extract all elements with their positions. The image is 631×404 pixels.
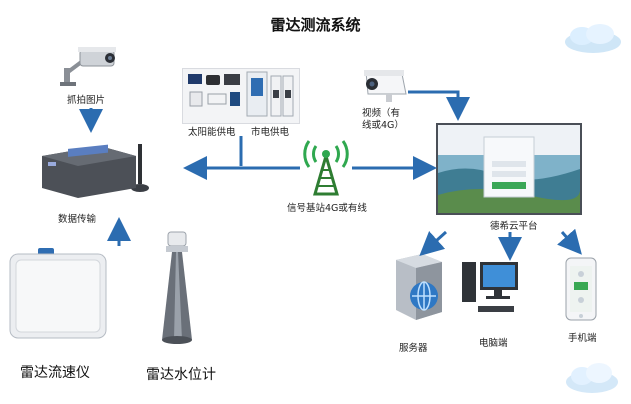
computer-icon — [462, 262, 518, 312]
platform-login-image — [438, 125, 580, 213]
radar-level-meter-image — [162, 231, 192, 344]
signal-tower-icon — [303, 140, 349, 196]
radar-velocity-meter-image — [9, 248, 107, 339]
server-icon — [396, 254, 442, 320]
arrow-platform-to-server — [419, 230, 448, 257]
capture-camera-image — [60, 47, 116, 86]
mains-label: 市电供电 — [251, 127, 290, 138]
cloud-icon — [565, 24, 621, 53]
page-title: 雷达测流系统 — [270, 16, 361, 34]
video-label: 视频（有 线或4G） — [362, 108, 404, 131]
arrow-platform-to-mobile — [557, 228, 582, 255]
arrow-video-to-platform — [408, 90, 470, 121]
radar-level-label: 雷达水位计 — [146, 367, 216, 383]
solar-label: 太阳能供电 — [188, 127, 236, 138]
solar-equipment-image — [188, 74, 240, 107]
signal-label: 信号基站4G或有线 — [287, 203, 367, 214]
platform-screen — [436, 123, 582, 215]
data-transfer-device-image — [42, 144, 149, 198]
pc-label: 电脑端 — [479, 338, 508, 349]
server-label: 服务器 — [399, 343, 428, 354]
transfer-label: 数据传输 — [58, 214, 97, 225]
capture-label: 抓拍图片 — [67, 95, 106, 106]
arrows-group — [79, 90, 582, 261]
cloud-icon — [566, 363, 618, 393]
video-camera-image — [364, 70, 407, 102]
radar-velocity-label: 雷达流速仪 — [20, 365, 90, 381]
phone-icon — [565, 257, 597, 321]
mobile-label: 手机端 — [568, 333, 597, 344]
mains-power-image — [246, 71, 294, 117]
platform-label: 德希云平台 — [490, 221, 538, 232]
